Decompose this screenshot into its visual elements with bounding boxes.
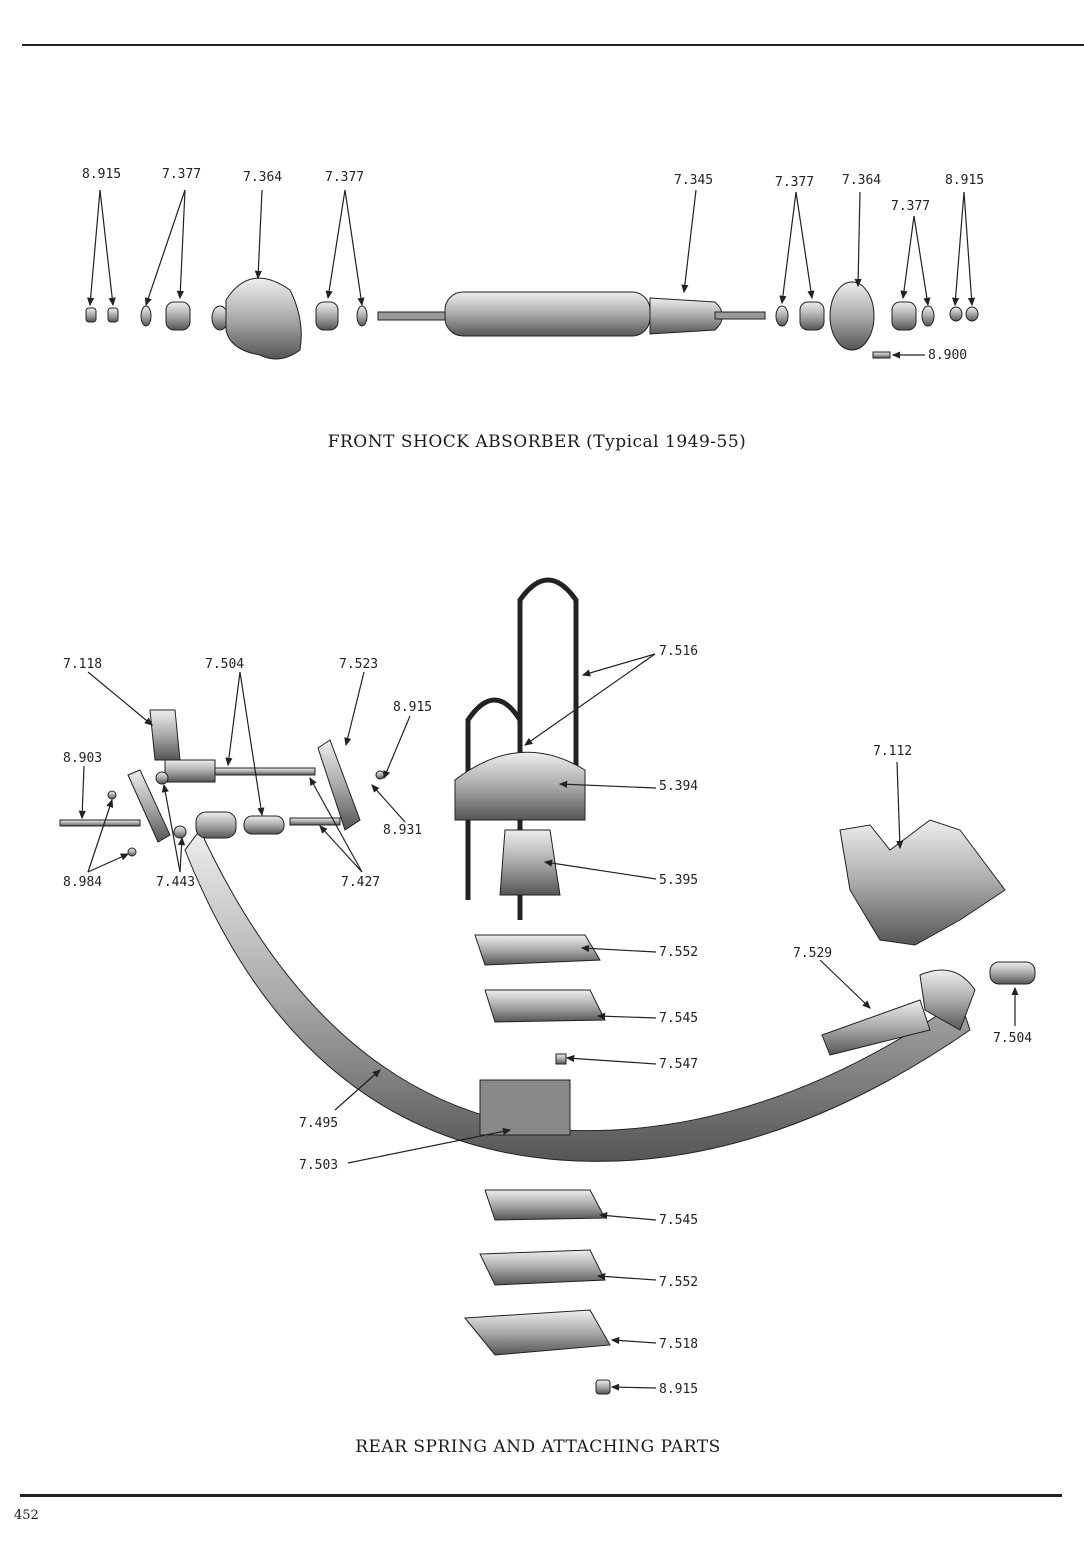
front-callouts: 8.915 7.377 7.364 7.377 7.345 7.377 7.36… — [82, 167, 984, 363]
callout-label: 5.394 — [659, 779, 698, 794]
top-rule — [22, 44, 1084, 46]
callout-label: 7.345 — [674, 173, 713, 188]
rear-leader-lines — [78, 653, 1019, 1391]
callout-label: 7.377 — [162, 167, 201, 182]
front-shock-drawing — [85, 277, 979, 360]
front-leader-lines — [87, 189, 976, 359]
callout-label: 7.545 — [659, 1213, 698, 1228]
callout-label: 7.112 — [873, 744, 912, 759]
callout-label: 7.529 — [793, 946, 832, 961]
callout-label: 8.915 — [945, 173, 984, 188]
rear-spring-drawing — [59, 577, 1036, 1395]
callout-label: 8.931 — [383, 823, 422, 838]
page-number: 452 — [14, 1508, 39, 1523]
bottom-rule — [20, 1494, 1062, 1497]
callout-label: 7.523 — [339, 657, 378, 672]
callout-label: 7.427 — [341, 875, 380, 890]
callout-label: 7.504 — [993, 1031, 1032, 1046]
callout-label: 7.377 — [325, 170, 364, 185]
callout-label: 8.984 — [63, 875, 102, 890]
front-shock-caption: FRONT SHOCK ABSORBER (Typical 1949-55) — [327, 432, 747, 452]
callout-label: 8.915 — [82, 167, 121, 182]
callout-label: 7.495 — [299, 1116, 338, 1131]
callout-label: 8.915 — [659, 1382, 698, 1397]
callout-label: 7.552 — [659, 945, 698, 960]
callout-label: 7.547 — [659, 1057, 698, 1072]
callout-label: 7.516 — [659, 644, 698, 659]
callout-label: 7.364 — [842, 173, 881, 188]
callout-label: 7.118 — [63, 657, 102, 672]
callout-label: 7.518 — [659, 1337, 698, 1352]
callout-label: 7.377 — [775, 175, 814, 190]
callout-label: 7.364 — [243, 170, 282, 185]
callout-label: 7.504 — [205, 657, 244, 672]
rear-spring-caption: REAR SPRING AND ATTACHING PARTS — [355, 1437, 721, 1457]
callout-label: 7.545 — [659, 1011, 698, 1026]
callout-label: 8.900 — [928, 348, 967, 363]
callout-label: 7.443 — [156, 875, 195, 890]
callout-label: 8.915 — [393, 700, 432, 715]
callout-label: 5.395 — [659, 873, 698, 888]
callout-label: 7.503 — [299, 1158, 338, 1173]
callout-label: 7.552 — [659, 1275, 698, 1290]
rear-callouts: 7.118 7.504 7.523 8.915 8.903 8.931 8.98… — [63, 644, 1032, 1397]
callout-label: 7.377 — [891, 199, 930, 214]
callout-label: 8.903 — [63, 751, 102, 766]
